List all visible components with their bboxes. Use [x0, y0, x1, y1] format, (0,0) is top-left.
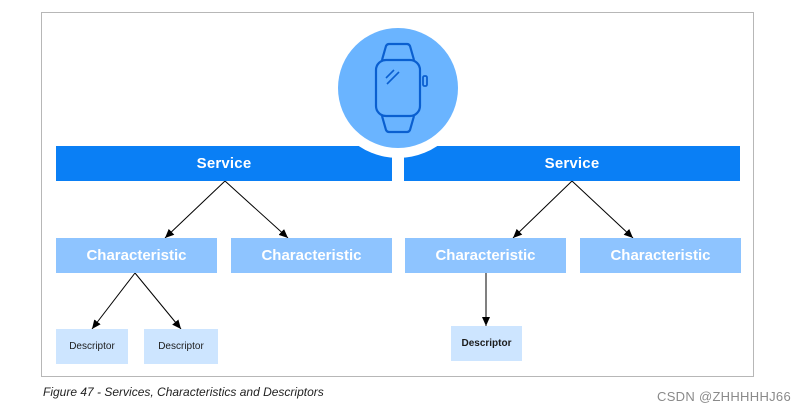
arrow-service2-char1 — [512, 180, 573, 239]
characteristic-box: Characteristic — [405, 238, 566, 273]
arrow-service2-char2 — [571, 180, 634, 239]
characteristic-box: Characteristic — [231, 238, 392, 273]
descriptor-box: Descriptor — [144, 329, 218, 364]
service-bar-right: Service — [404, 146, 740, 181]
watermark: CSDN @ZHHHHHJ66 — [657, 389, 791, 404]
device-circle — [338, 28, 458, 148]
descriptor-box: Descriptor — [56, 329, 128, 364]
figure-caption: Figure 47 - Services, Characteristics an… — [43, 385, 324, 399]
service-bar-left: Service — [56, 146, 392, 181]
smartwatch-icon — [374, 42, 428, 134]
characteristic-box: Characteristic — [580, 238, 741, 273]
characteristic-box: Characteristic — [56, 238, 217, 273]
descriptor-box: Descriptor — [451, 326, 522, 361]
arrow-service1-char1 — [164, 180, 226, 239]
arrow-char1-desc2 — [134, 272, 182, 330]
arrow-char1-desc1 — [91, 272, 136, 330]
arrow-service1-char2 — [224, 180, 289, 239]
